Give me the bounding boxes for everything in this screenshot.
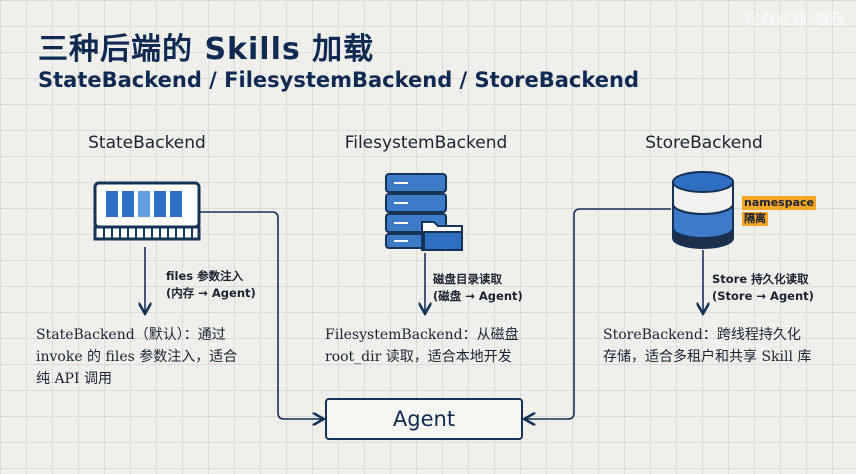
store-description: StoreBackend：跨线程持久化 存储，适合多租户和共享 Skill 库 [603, 324, 811, 368]
state-arrow-label-line1: files 参数注入 [166, 269, 244, 283]
agent-box: Agent [325, 398, 523, 440]
filesystem-arrow-label-line2: (磁盘 → Agent) [433, 289, 523, 303]
state-description-line1: StateBackend（默认）：通过 [36, 327, 226, 343]
server-folder-icon [385, 173, 463, 251]
watermark: 北奇北鼎·编程 [744, 10, 846, 28]
arrow-state-to-agent [200, 211, 323, 419]
filesystem-description-line2: root_dir 读取，适合本地开发 [325, 349, 512, 365]
store-backend-title: StoreBackend [645, 133, 763, 153]
page-subtitle: StateBackend / FilesystemBackend / Store… [38, 68, 639, 92]
filesystem-backend-title: FilesystemBackend [344, 133, 508, 153]
store-arrow-label-line2: (Store → Agent) [712, 289, 814, 303]
page-title: 三种后端的 Skills 加载 [38, 32, 375, 67]
namespace-tag-line2: 隔离 [742, 212, 768, 226]
arrow-store-to-agent [525, 208, 671, 419]
namespace-tag-line1: namespace [742, 196, 817, 210]
state-arrow-label-line2: (内存 → Agent) [166, 286, 256, 300]
state-backend-title: StateBackend [88, 133, 206, 153]
store-description-line2: 存储，适合多租户和共享 Skill 库 [603, 349, 812, 365]
namespace-tag: namespace 隔离 [742, 196, 817, 228]
state-arrow-label: files 参数注入 (内存 → Agent) [166, 268, 256, 302]
store-arrow-label-line1: Store 持久化读取 [712, 272, 809, 286]
state-description-line2: invoke 的 files 参数注入，适合 [36, 349, 238, 365]
agent-label: Agent [392, 407, 456, 431]
state-description: StateBackend（默认）：通过 invoke 的 files 参数注入，… [36, 324, 237, 390]
memory-chip-icon [93, 181, 201, 241]
store-arrow-label: Store 持久化读取 (Store → Agent) [712, 271, 814, 305]
filesystem-arrow-label: 磁盘目录读取 (磁盘 → Agent) [433, 271, 523, 305]
state-description-line3: 纯 API 调用 [36, 371, 112, 387]
filesystem-description-line1: FilesystemBackend：从磁盘 [325, 327, 519, 343]
store-description-line1: StoreBackend：跨线程持久化 [603, 327, 801, 343]
database-icon [672, 171, 734, 249]
filesystem-arrow-label-line1: 磁盘目录读取 [433, 272, 502, 286]
filesystem-description: FilesystemBackend：从磁盘 root_dir 读取，适合本地开发 [325, 324, 519, 368]
